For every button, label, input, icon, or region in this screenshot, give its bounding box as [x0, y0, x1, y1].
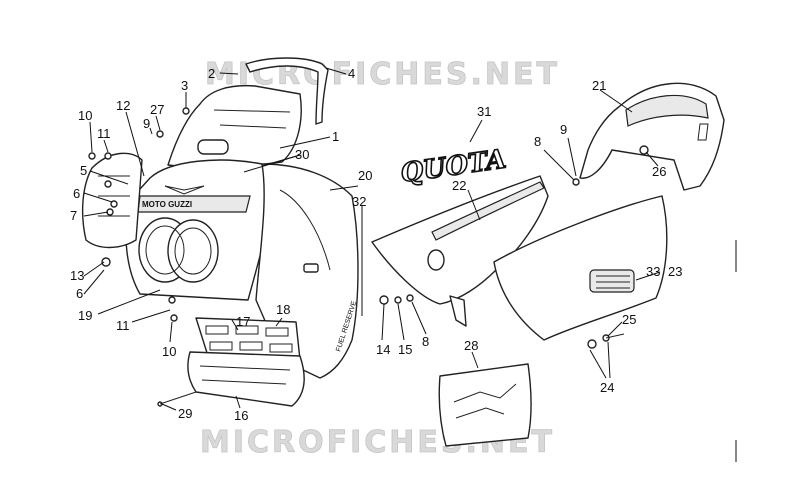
callout-2: 2: [208, 66, 215, 81]
right-side-cover[interactable]: [493, 195, 668, 341]
fasteners: [88, 107, 649, 407]
callout-8-top: 8: [534, 134, 541, 149]
callout-23: 23: [668, 264, 682, 279]
callout-17: 17: [236, 314, 250, 329]
callout-18: 18: [276, 302, 290, 317]
callout-11-bottom: 11: [116, 318, 130, 333]
callout-16: 16: [234, 408, 248, 423]
callout-6-bottom: 6: [76, 286, 83, 301]
callout-28: 28: [464, 338, 478, 353]
callout-21: 21: [592, 78, 606, 93]
callout-31: 31: [477, 104, 491, 119]
callout-32: 32: [352, 194, 366, 209]
brand-lettering: MOTO GUZZI: [142, 200, 192, 209]
callout-9-left: 9: [143, 116, 150, 131]
callout-29: 29: [178, 406, 192, 421]
mirror-bracket[interactable]: [81, 152, 143, 249]
lower-grille[interactable]: [195, 317, 301, 361]
callout-11-top: 11: [97, 126, 111, 141]
callout-24: 24: [600, 380, 614, 395]
callout-20: 20: [358, 168, 372, 183]
callout-33: 33: [646, 264, 660, 279]
callout-8-bottom: 8: [422, 334, 429, 349]
leader-lines: [83, 67, 661, 411]
callout-27: 27: [150, 102, 164, 117]
callout-10-top: 10: [78, 108, 92, 123]
callout-7: 7: [70, 208, 77, 223]
callout-labels: 2 4 3 1 30 10 11 12 27 9 5 6 7 13 6 19 1…: [70, 66, 682, 423]
callout-9-right: 9: [560, 122, 567, 137]
callout-22: 22: [452, 178, 466, 193]
callout-26: 26: [652, 164, 666, 179]
windscreen-trim[interactable]: [245, 57, 329, 125]
callout-30: 30: [295, 147, 309, 162]
windscreen[interactable]: [167, 84, 302, 171]
callout-10-bottom: 10: [162, 344, 176, 359]
belly-pan[interactable]: [187, 351, 305, 407]
callout-6-top: 6: [73, 186, 80, 201]
callout-4: 4: [348, 66, 355, 81]
callout-19: 19: [78, 308, 92, 323]
callout-3: 3: [181, 78, 188, 93]
callout-5: 5: [80, 163, 87, 178]
tail-section[interactable]: [579, 82, 725, 191]
number-plate-holder[interactable]: [438, 363, 532, 447]
callout-25: 25: [622, 312, 636, 327]
callout-12: 12: [116, 98, 130, 113]
front-fairing[interactable]: [125, 159, 279, 301]
callout-1: 1: [332, 129, 339, 144]
callout-13: 13: [70, 268, 84, 283]
callout-15: 15: [398, 342, 412, 357]
callout-14: 14: [376, 342, 390, 357]
